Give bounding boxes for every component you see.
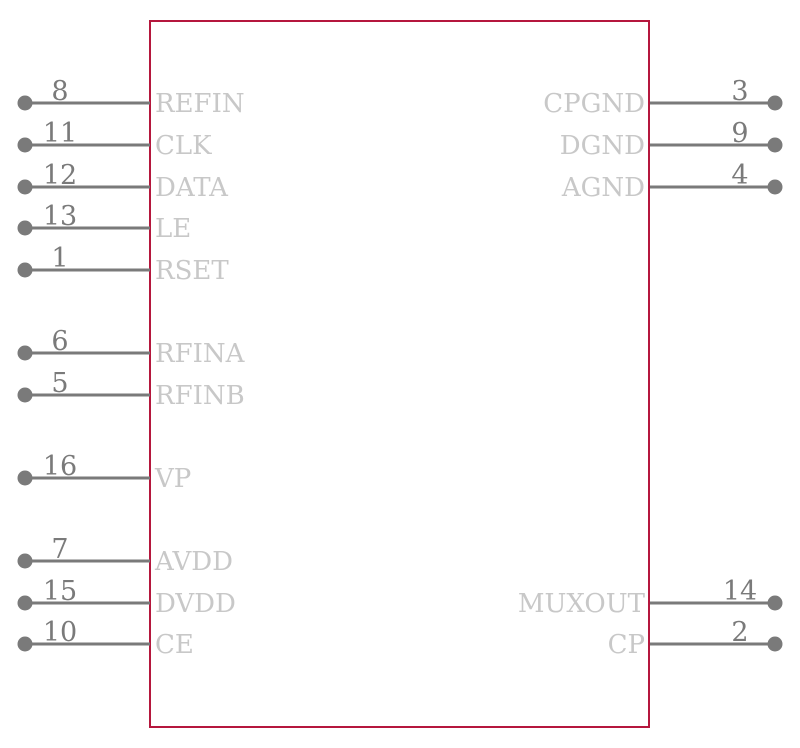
- pin-name-label: MUXOUT: [518, 589, 646, 619]
- pin-name-label: RSET: [155, 256, 229, 286]
- pin-terminal-dot[interactable]: [17, 387, 33, 403]
- pin-name-label: RFINB: [155, 381, 245, 411]
- pin-name-label: DVDD: [155, 589, 236, 619]
- pin-clk: 11 CLK: [17, 118, 212, 161]
- pin-number: 3: [731, 76, 748, 107]
- pin-number: 14: [723, 576, 757, 607]
- pin-terminal-dot[interactable]: [17, 262, 33, 278]
- pin-number: 7: [51, 534, 68, 565]
- pin-cp: 2 CP: [608, 617, 783, 660]
- pin-number: 16: [43, 451, 77, 482]
- pin-number: 2: [731, 617, 748, 648]
- pin-terminal-dot[interactable]: [17, 220, 33, 236]
- pin-avdd: 7 AVDD: [17, 534, 233, 577]
- pin-rset: 1 RSET: [17, 243, 229, 286]
- ic-body: [149, 20, 650, 728]
- pin-number: 9: [731, 118, 748, 149]
- pin-number: 15: [43, 576, 77, 607]
- pin-rfina: 6 RFINA: [17, 326, 246, 369]
- pin-terminal-dot[interactable]: [767, 179, 783, 195]
- pin-name-label: DATA: [155, 173, 229, 203]
- pin-terminal-dot[interactable]: [17, 137, 33, 153]
- pin-terminal-dot[interactable]: [17, 345, 33, 361]
- pin-terminal-dot[interactable]: [767, 137, 783, 153]
- pin-number: 12: [43, 160, 77, 191]
- pin-name-label: CLK: [155, 131, 212, 161]
- pin-name-label: AVDD: [154, 547, 233, 577]
- pin-terminal-dot[interactable]: [767, 95, 783, 111]
- pin-terminal-dot[interactable]: [767, 595, 783, 611]
- pin-name-label: DGND: [560, 131, 645, 161]
- right-pin-group: 3 CPGND 9 DGND 4 AGND 14 MUXOUT 2 CP: [518, 76, 783, 660]
- pin-cpgnd: 3 CPGND: [543, 76, 783, 119]
- pin-terminal-dot[interactable]: [17, 470, 33, 486]
- pin-name-label: RFINA: [155, 339, 246, 369]
- pin-terminal-dot[interactable]: [17, 595, 33, 611]
- pin-terminal-dot[interactable]: [767, 636, 783, 652]
- pin-vp: 16 VP: [17, 451, 191, 494]
- pin-terminal-dot[interactable]: [17, 553, 33, 569]
- pin-le: 13 LE: [17, 201, 191, 244]
- left-pin-group: 8 REFIN 11 CLK 12 DATA 13 LE 1 RSET 6 RFINA 5 RFINB 16…: [17, 76, 246, 660]
- pin-number: 8: [51, 76, 68, 107]
- pin-name-label: CP: [608, 630, 645, 660]
- pin-number: 10: [43, 617, 77, 648]
- pin-refin: 8 REFIN: [17, 76, 245, 119]
- pin-number: 11: [43, 118, 77, 149]
- pin-name-label: AGND: [561, 173, 645, 203]
- pin-name-label: VP: [154, 464, 191, 494]
- pin-name-label: CPGND: [543, 89, 645, 119]
- pin-muxout: 14 MUXOUT: [518, 576, 783, 619]
- pin-number: 6: [51, 326, 68, 357]
- pin-number: 5: [51, 368, 68, 399]
- pin-rfinb: 5 RFINB: [17, 368, 245, 411]
- pin-number: 4: [731, 160, 748, 191]
- pin-name-label: CE: [155, 630, 194, 660]
- pin-data: 12 DATA: [17, 160, 229, 203]
- pin-agnd: 4 AGND: [561, 160, 783, 203]
- pin-name-label: REFIN: [155, 89, 245, 119]
- pin-number: 13: [43, 201, 77, 232]
- pin-terminal-dot[interactable]: [17, 95, 33, 111]
- pin-ce: 10 CE: [17, 617, 194, 660]
- pin-dgnd: 9 DGND: [560, 118, 783, 161]
- pin-terminal-dot[interactable]: [17, 179, 33, 195]
- pin-terminal-dot[interactable]: [17, 636, 33, 652]
- pin-name-label: LE: [155, 214, 191, 244]
- pin-dvdd: 15 DVDD: [17, 576, 236, 619]
- pin-number: 1: [51, 243, 68, 274]
